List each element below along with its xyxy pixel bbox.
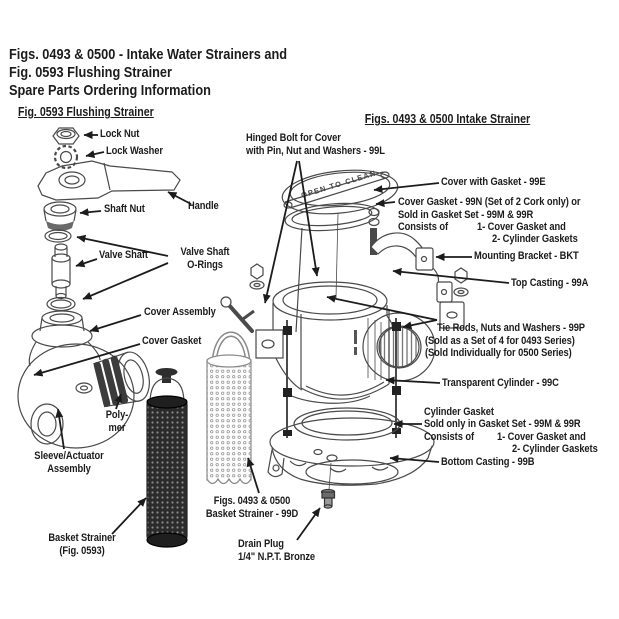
handle-drawing bbox=[37, 160, 181, 201]
page-title-line1: Figs. 0493 & 0500 - Intake Water Straine… bbox=[9, 46, 288, 63]
label-hinged-bolt: Hinged Bolt for Cover with Pin, Nut and … bbox=[246, 132, 385, 157]
valve-shaft-oring-lower-drawing bbox=[46, 296, 76, 312]
intake-strainer-drawing: OPEN TO CLEAN bbox=[220, 168, 469, 509]
hardware-nuts-washers-drawing bbox=[249, 263, 469, 297]
label-cover-gasket-left: Cover Gasket bbox=[142, 335, 202, 347]
label-cylinder-gasket-line1: Cylinder Gasket bbox=[424, 406, 494, 418]
basket-strainer-99d-drawing bbox=[206, 331, 252, 485]
lock-washer-drawing bbox=[53, 144, 79, 170]
label-cylinder-gasket-line3a: Consists of bbox=[424, 431, 474, 443]
label-sleeve-actuator: Sleeve/Actuator Assembly bbox=[34, 450, 104, 475]
valve-shaft-oring-upper-drawing bbox=[44, 229, 72, 243]
shaft-nut-drawing bbox=[43, 201, 77, 231]
label-cylinder-gasket-line4: 2- Cylinder Gaskets bbox=[512, 443, 598, 455]
page-title-line3: Spare Parts Ordering Information bbox=[9, 82, 211, 99]
label-basket-strainer-0593: Basket Strainer (Fig. 0593) bbox=[48, 532, 116, 557]
label-cover-gasket-99n-line2: Sold in Gasket Set - 99M & 99R bbox=[398, 209, 534, 221]
label-cover-gasket-99n-line4: 2- Cylinder Gaskets bbox=[492, 233, 578, 245]
page-title: Figs. 0493 & 0500 - Intake Water Straine… bbox=[9, 46, 287, 100]
page-title-line2: Fig. 0593 Flushing Strainer bbox=[9, 64, 172, 81]
label-lock-washer: Lock Washer bbox=[106, 145, 163, 157]
label-tie-rods-line2: (Sold as a Set of 4 for 0493 Series) bbox=[425, 335, 575, 347]
cover-gasket-ring-drawing bbox=[284, 202, 380, 255]
cylinder-gasket-drawing bbox=[293, 407, 401, 441]
strainer-body-drawing bbox=[17, 341, 135, 449]
label-top-casting: Top Casting - 99A bbox=[511, 277, 589, 289]
label-cover-with-gasket: Cover with Gasket - 99E bbox=[441, 176, 546, 188]
label-polymer: Poly- mer bbox=[105, 409, 129, 434]
center-line bbox=[335, 212, 339, 299]
label-basket-strainer-99d: Figs. 0493 & 0500 Basket Strainer - 99D bbox=[205, 495, 299, 520]
label-cylinder-gasket-line3b: 1- Cover Gasket and bbox=[497, 431, 586, 443]
cover-assembly-drawing bbox=[31, 310, 93, 348]
transparent-cylinder-drawing bbox=[300, 310, 390, 400]
label-cover-gasket-99n-line1: Cover Gasket - 99N (Set of 2 Cork only) … bbox=[398, 196, 581, 208]
label-bottom-casting: Bottom Casting - 99B bbox=[441, 456, 535, 468]
label-valve-shaft: Valve Shaft bbox=[99, 249, 148, 261]
bottom-casting-drawing bbox=[267, 417, 435, 491]
label-handle: Handle bbox=[188, 200, 219, 212]
label-transparent-cylinder: Transparent Cylinder - 99C bbox=[442, 377, 559, 389]
label-tie-rods-line3: (Sold Individually for 0500 Series) bbox=[425, 347, 572, 359]
mounting-bracket-drawing bbox=[370, 232, 453, 303]
flushing-strainer-drawing bbox=[17, 127, 252, 548]
label-cover-assembly: Cover Assembly bbox=[144, 306, 216, 318]
label-shaft-nut: Shaft Nut bbox=[104, 203, 145, 215]
label-drain-plug: Drain Plug 1/4" N.P.T. Bronze bbox=[238, 538, 316, 563]
hinged-bolt-drawing bbox=[220, 227, 303, 333]
label-cylinder-gasket-line2: Sold only in Gasket Set - 99M & 99R bbox=[424, 418, 581, 430]
right-section-title: Figs. 0493 & 0500 Intake Strainer bbox=[364, 112, 531, 126]
label-tie-rods-line1: Tie Rods, Nuts and Washers - 99P bbox=[437, 322, 585, 334]
polymer-threads-drawing bbox=[93, 351, 150, 408]
label-valve-shaft-orings: Valve Shaft O-Rings bbox=[180, 246, 230, 271]
valve-shaft-drawing bbox=[51, 243, 71, 300]
lock-nut-drawing bbox=[52, 127, 80, 145]
label-mounting-bracket: Mounting Bracket - BKT bbox=[474, 250, 579, 262]
left-section-title: Fig. 0593 Flushing Strainer bbox=[18, 105, 154, 119]
label-lock-nut: Lock Nut bbox=[100, 128, 140, 140]
leader-arrows bbox=[33, 131, 510, 541]
label-cover-gasket-99n-line3b: 1- Cover Gasket and bbox=[477, 221, 566, 233]
basket-strainer-0593-drawing bbox=[146, 368, 188, 548]
drain-plug-drawing bbox=[320, 488, 336, 509]
label-cover-gasket-99n-line3a: Consists of bbox=[398, 221, 448, 233]
